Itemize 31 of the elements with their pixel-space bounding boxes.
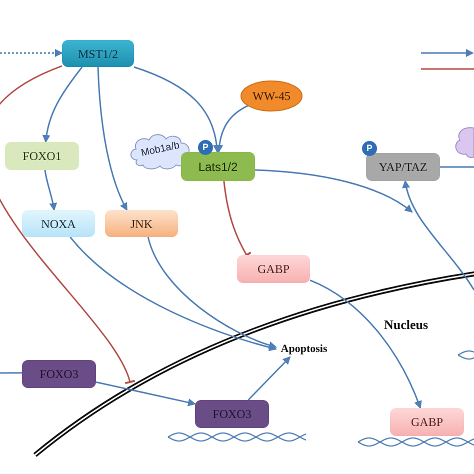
arrow bbox=[0, 48, 63, 57]
arrow bbox=[42, 66, 83, 143]
arrow bbox=[96, 381, 196, 406]
phosphate-badge: P bbox=[362, 141, 377, 156]
protein-box: NOXA bbox=[22, 210, 95, 237]
process-label: Apoptosis bbox=[276, 341, 332, 357]
protein-box: GABP bbox=[237, 255, 310, 283]
protein-box: Lats1/2 bbox=[181, 152, 255, 181]
phosphate-badge: P bbox=[198, 140, 213, 155]
protein-box: FOXO1 bbox=[5, 142, 79, 170]
arrow bbox=[310, 280, 422, 409]
inhibition-line bbox=[0, 65, 135, 385]
arrow bbox=[70, 236, 277, 352]
arrow bbox=[44, 170, 57, 211]
connector-line bbox=[0, 372, 22, 374]
protein-box: FOXO3 bbox=[195, 400, 269, 428]
arrow bbox=[254, 169, 413, 213]
protein-ellipse: WW-45 bbox=[240, 80, 303, 112]
protein-box: MST1/2 bbox=[62, 40, 134, 67]
protein-box: JNK bbox=[105, 210, 178, 237]
arrow bbox=[215, 104, 249, 153]
connector-line bbox=[440, 166, 474, 168]
protein-box: GABP bbox=[390, 408, 464, 436]
protein-box: FOXO3 bbox=[22, 360, 96, 388]
arrow bbox=[402, 180, 474, 290]
arrow bbox=[147, 236, 277, 349]
arrow bbox=[248, 356, 291, 401]
arrow bbox=[134, 66, 221, 153]
arrow bbox=[97, 66, 128, 211]
protein-box: YAP/TAZ bbox=[366, 153, 440, 181]
compartment-label: Nucleus bbox=[384, 318, 428, 331]
